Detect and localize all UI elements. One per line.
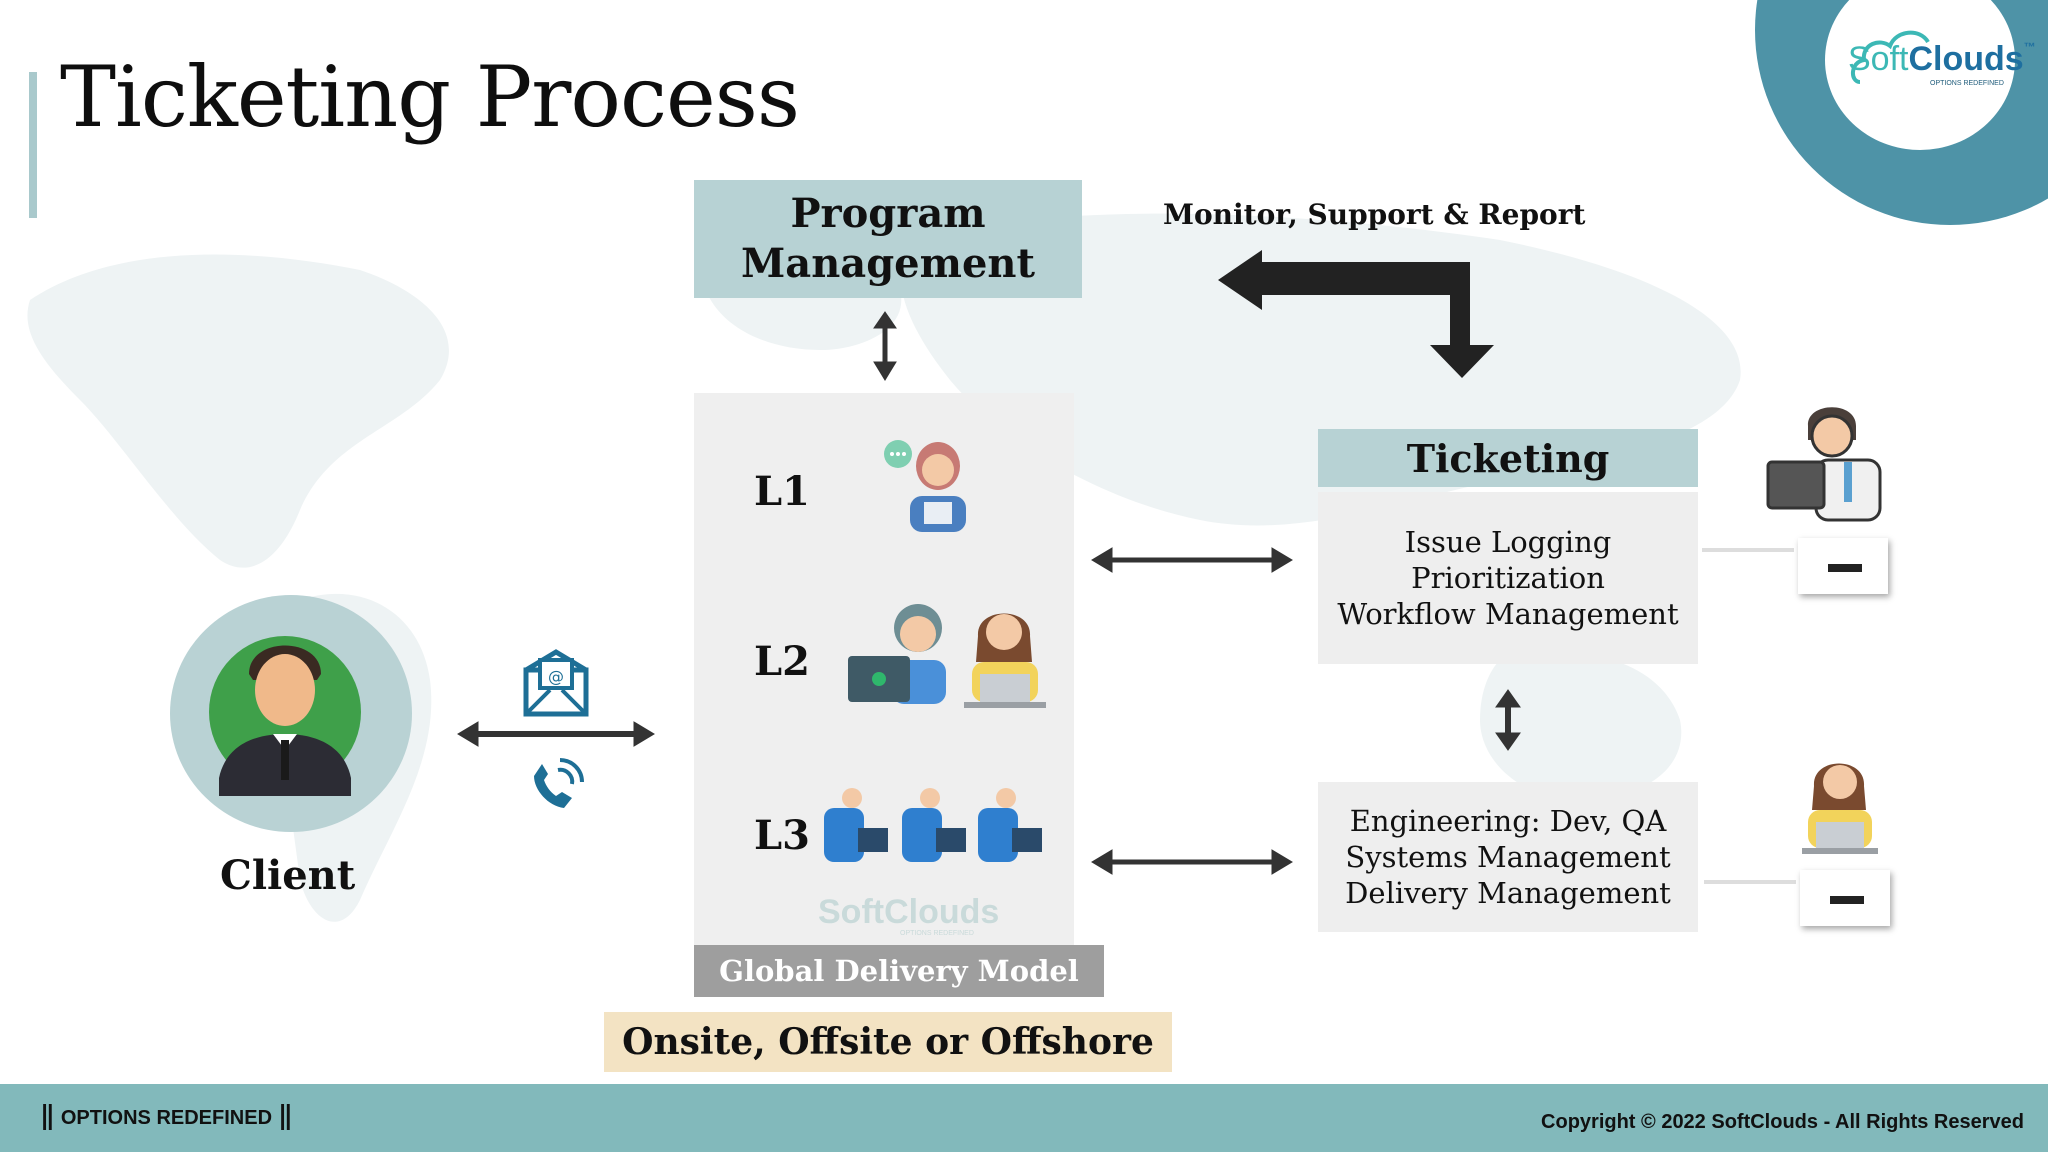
- level-l3-label: L3: [754, 812, 810, 859]
- gd-watermark-logo: SoftClouds: [818, 893, 1000, 931]
- footer-bars-right-icon: ‖: [278, 1097, 293, 1138]
- global-delivery-label: Global Delivery Model: [694, 945, 1104, 997]
- engineering-item: Systems Management: [1345, 840, 1671, 874]
- client-avatar-icon: [209, 636, 361, 796]
- ticketing-items: Issue Logging Prioritization Workflow Ma…: [1318, 492, 1698, 664]
- ticketing-item: Issue Logging: [1404, 525, 1612, 559]
- desk-line-bottom: [1704, 880, 1796, 884]
- program-management-box: Program Management: [694, 180, 1082, 298]
- ticketing-item: Workflow Management: [1337, 597, 1679, 631]
- ticketing-item: Prioritization: [1411, 561, 1605, 595]
- logo-wordmark: SoftClouds™: [1848, 40, 2036, 78]
- svg-text:@: @: [548, 667, 564, 686]
- developer-team-icon: [824, 788, 1042, 862]
- footer-tagline-text: OPTIONS REDEFINED: [60, 1106, 273, 1129]
- title-accent-bar: [29, 72, 37, 218]
- desk-drawer-handle: [1830, 896, 1864, 904]
- ticketing-engineering-arrow: [1495, 689, 1521, 751]
- program-management-label: Program Management: [741, 190, 1035, 287]
- email-icon: @: [523, 649, 589, 717]
- remote-worker-icon: [1802, 763, 1878, 854]
- gd-engineering-arrow: [1091, 849, 1293, 875]
- client-label: Client: [220, 852, 356, 899]
- monitor-bent-arrow: [1218, 250, 1494, 378]
- footer-bar: [0, 1084, 2048, 1152]
- ticketing-header: Ticketing: [1318, 429, 1698, 487]
- gd-ticketing-arrow: [1091, 547, 1293, 573]
- monitor-support-report-label: Monitor, Support & Report: [1163, 198, 1586, 231]
- desk-bottom: [1800, 870, 1890, 926]
- desk-drawer-handle: [1828, 564, 1862, 572]
- desk-line-top: [1702, 548, 1794, 552]
- support-engineer-icon: [1766, 407, 1882, 522]
- engineering-items: Engineering: Dev, QA Systems Management …: [1318, 782, 1698, 932]
- client-gd-arrow: [457, 721, 655, 747]
- pm-gd-double-arrow: [873, 311, 897, 381]
- support-agent-icon: [884, 440, 966, 532]
- engineering-item: Delivery Management: [1345, 876, 1671, 910]
- logo-inner-circle: [1825, 0, 2015, 150]
- logo-tagline: OPTIONS REDEFINED: [1930, 80, 2004, 87]
- onsite-offsite-offshore-label: Onsite, Offsite or Offshore: [604, 1012, 1172, 1072]
- phone-icon: [534, 758, 584, 808]
- helpdesk-agent-icon: [848, 604, 946, 704]
- level-l2-label: L2: [754, 638, 810, 685]
- laptop-worker-icon: [964, 613, 1046, 708]
- footer-bars-left-icon: ‖: [40, 1097, 55, 1138]
- logo-cloud-icon: [1851, 30, 1930, 84]
- footer-copyright: Copyright © 2022 SoftClouds - All Rights…: [1541, 1111, 2024, 1133]
- page-title: Ticketing Process: [60, 48, 800, 146]
- engineering-item: Engineering: Dev, QA: [1349, 804, 1667, 838]
- desk-top: [1798, 538, 1888, 594]
- footer-tagline: ‖ OPTIONS REDEFINED ‖: [34, 1100, 299, 1136]
- level-l1-label: L1: [754, 468, 810, 515]
- gd-watermark-tagline: OPTIONS REDEFINED: [900, 930, 974, 937]
